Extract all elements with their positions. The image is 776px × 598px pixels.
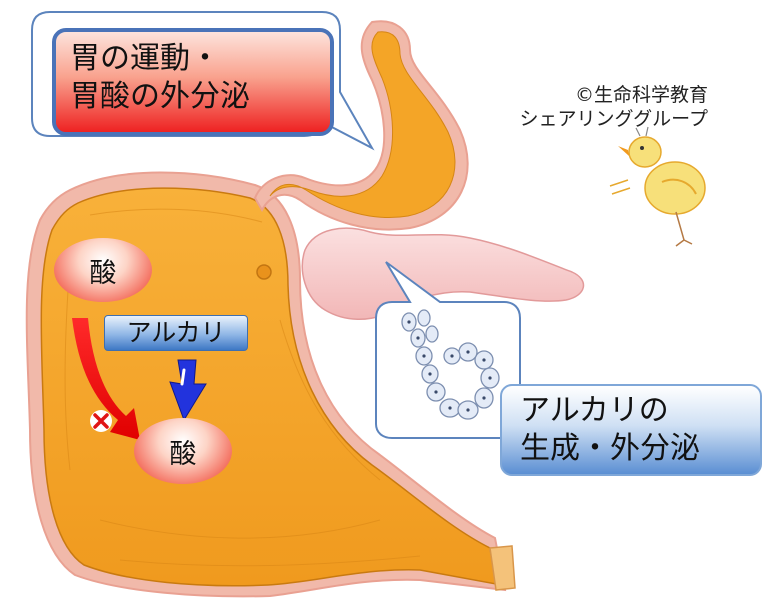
title-line-2: 胃酸の外分泌 (70, 79, 250, 115)
stomach-motility-acid-title: 胃の運動・ 胃酸の外分泌 (52, 28, 334, 136)
neutralizing-alkali-arrow-highlight (180, 368, 186, 386)
title-line-1: 胃の運動・ (70, 41, 220, 76)
duodenum-tube (489, 545, 516, 591)
pancreas (301, 227, 585, 320)
stomach-orifice-dot (256, 264, 272, 280)
copyright-line-2: シェアリンググループ (519, 107, 708, 130)
alkali-title-line-2: 生成・外分泌 (520, 431, 700, 467)
alkali-label: アルカリ (104, 315, 248, 351)
acid-label-top: 酸 (54, 238, 152, 302)
neutralizing-alkali-arrow (169, 359, 207, 422)
stomach-fold-lines (64, 208, 421, 567)
stomach-inner-lumen (40, 187, 497, 587)
cross-mark (90, 410, 112, 432)
acinar-nuclei (407, 320, 492, 412)
copyright-line-1: ©生命科学教育 (574, 84, 708, 106)
alkali-title-line-1: アルカリの (520, 393, 669, 428)
blocked-acid-arrow (72, 318, 140, 440)
alkali-secretion-title: アルカリの 生成・外分泌 (500, 384, 762, 476)
copyright-credit: ©生命科学教育 シェアリンググループ (488, 84, 708, 132)
small-stomach (253, 20, 469, 231)
acid-label-bottom: 酸 (134, 418, 232, 484)
chick-drawing (609, 126, 706, 247)
small-stomach-lumen (269, 31, 456, 219)
